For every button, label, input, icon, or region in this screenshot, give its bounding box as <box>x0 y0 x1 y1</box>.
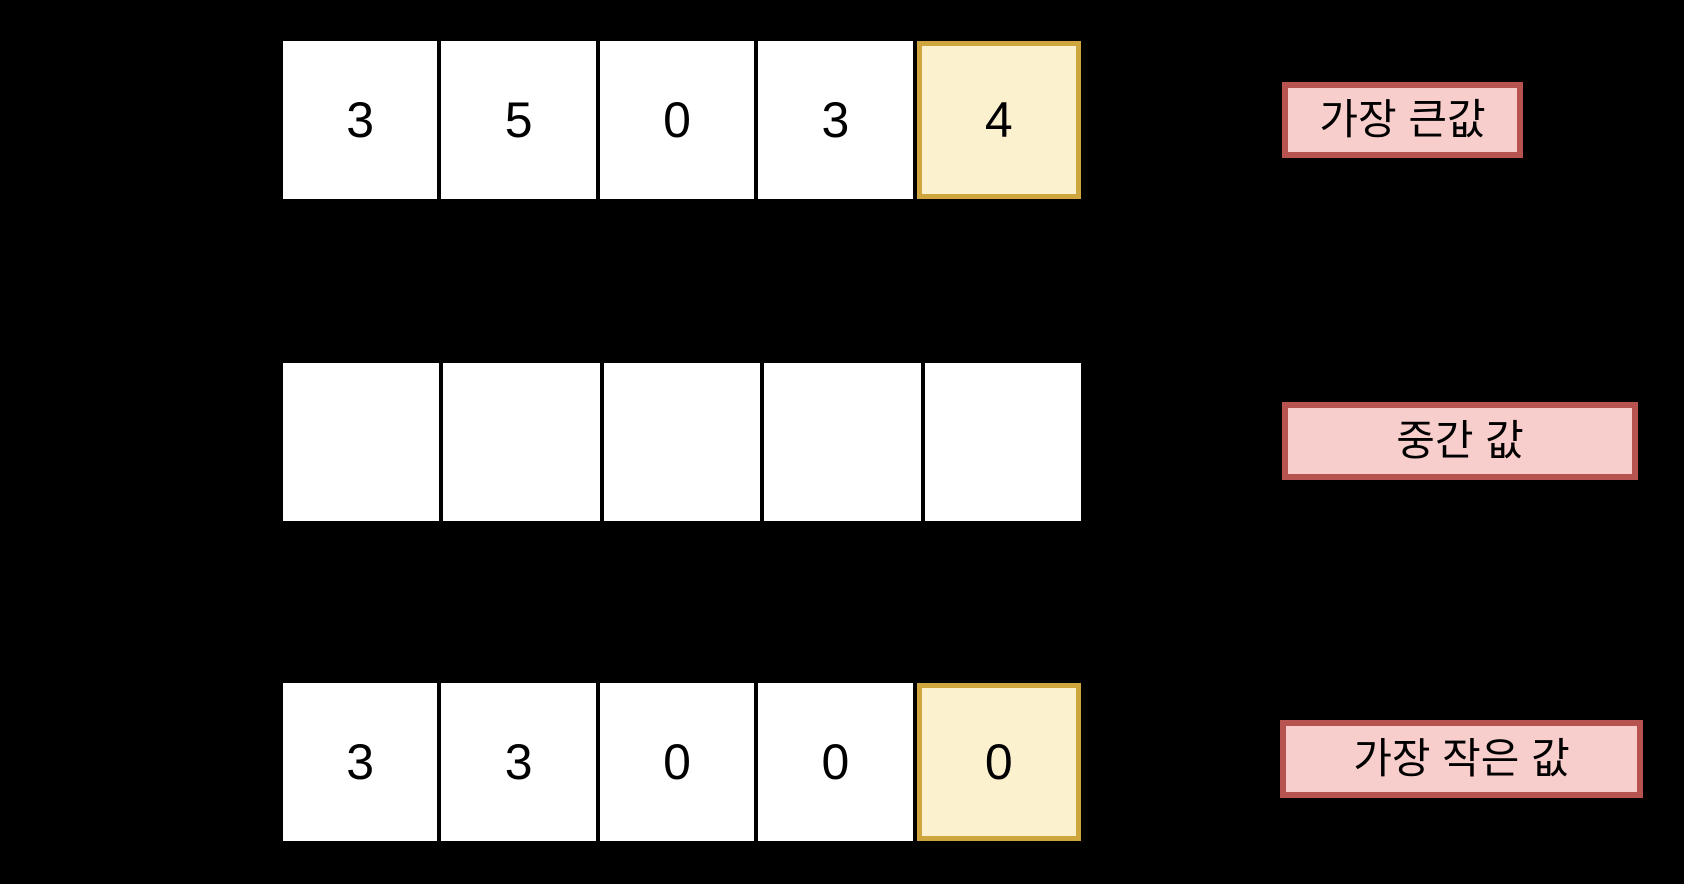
label-max-value: 가장 큰값 <box>1282 82 1523 158</box>
array-cell: 3 <box>758 41 913 199</box>
array-cell <box>283 363 440 521</box>
array-row-min: 3 3 0 0 0 <box>283 683 1082 841</box>
array-cell: 5 <box>441 41 596 199</box>
array-cell: 3 <box>283 683 438 841</box>
array-cell: 0 <box>599 41 755 199</box>
label-min-value: 가장 작은 값 <box>1280 720 1643 798</box>
array-cell: 0 <box>758 683 913 841</box>
array-cell <box>924 363 1082 521</box>
label-mid-value: 중간 값 <box>1282 402 1638 480</box>
array-cell <box>764 363 921 521</box>
array-cell <box>603 363 761 521</box>
array-row-max: 3 5 0 3 4 <box>283 41 1082 199</box>
array-cell: 0 <box>599 683 755 841</box>
array-cell-highlighted: 0 <box>916 683 1082 841</box>
array-row-mid <box>283 363 1082 521</box>
array-cell: 3 <box>283 41 438 199</box>
array-cell <box>443 363 600 521</box>
array-cell-highlighted: 4 <box>916 41 1082 199</box>
array-cell: 3 <box>441 683 596 841</box>
